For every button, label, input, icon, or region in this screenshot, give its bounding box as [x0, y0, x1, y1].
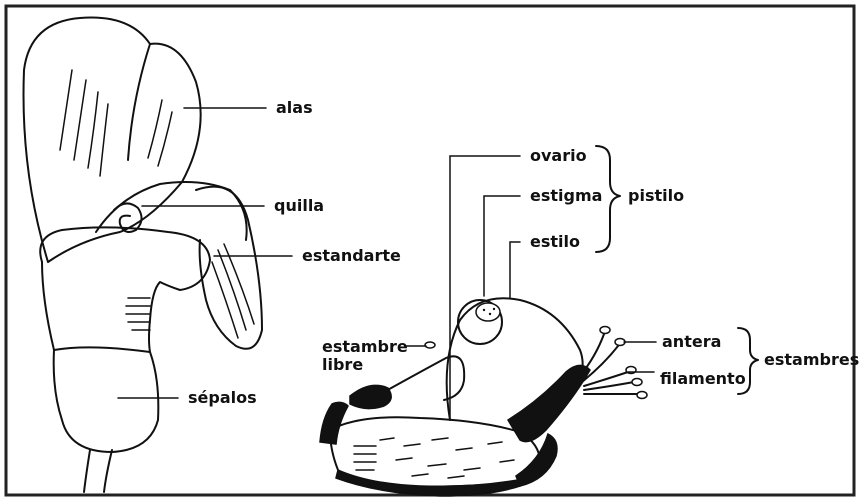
label-estilo: estilo [530, 232, 580, 251]
diagram-frame [6, 6, 854, 495]
stigma-head [476, 303, 500, 321]
label-sepalos: sépalos [188, 388, 257, 407]
label-estandarte: estandarte [302, 246, 401, 265]
label-filamento: filamento [660, 369, 746, 388]
label-antera: antera [662, 332, 721, 351]
label-alas: alas [276, 98, 313, 117]
label-libre: libre [322, 355, 363, 374]
label-quilla: quilla [274, 196, 324, 215]
label-pistilo: pistilo [628, 186, 684, 205]
label-estigma: estigma [530, 186, 602, 205]
label-estambres: estambres [764, 350, 859, 369]
label-ovario: ovario [530, 146, 587, 165]
label-estambre: estambre [322, 337, 408, 356]
